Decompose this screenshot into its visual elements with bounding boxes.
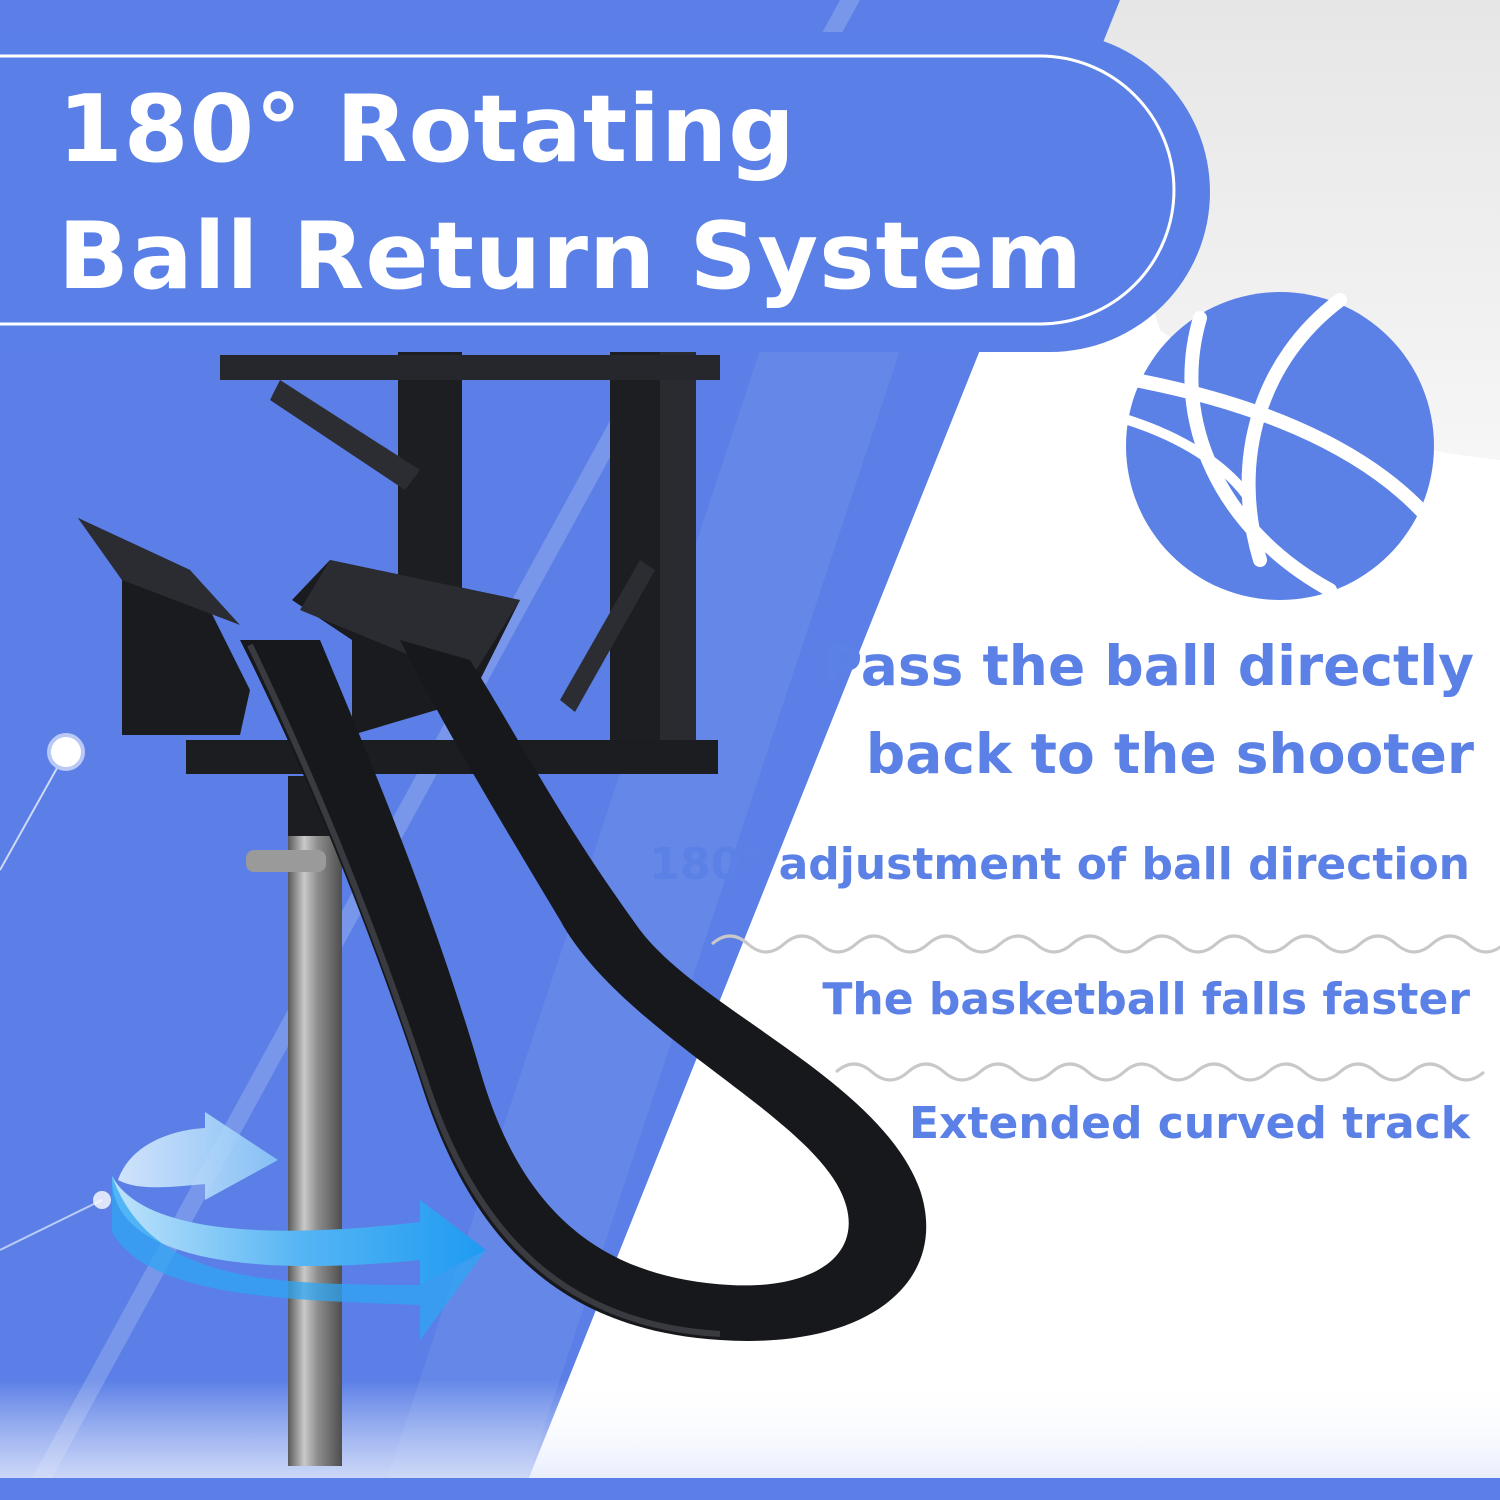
- curved-track: [240, 640, 927, 1341]
- pole: [288, 776, 342, 1466]
- feature-item: 180° adjustment of ball direction: [649, 839, 1470, 890]
- decor-node: [47, 733, 85, 771]
- feature-item: The basketball falls faster: [822, 974, 1470, 1025]
- wave-divider-2: [835, 1062, 1485, 1082]
- title-line-1: 180° Rotating: [58, 75, 796, 183]
- wave-divider-1: [711, 934, 1500, 954]
- headline-line-2: back to the shooter: [865, 722, 1474, 786]
- page-title: 180° Rotating Ball Return System: [58, 66, 1158, 320]
- headline-line-1: Pass the ball directly: [821, 634, 1474, 698]
- feature-item: Extended curved track: [909, 1098, 1470, 1149]
- headline: Pass the ball directly back to the shoot…: [822, 622, 1474, 798]
- title-line-2: Ball Return System: [58, 202, 1083, 310]
